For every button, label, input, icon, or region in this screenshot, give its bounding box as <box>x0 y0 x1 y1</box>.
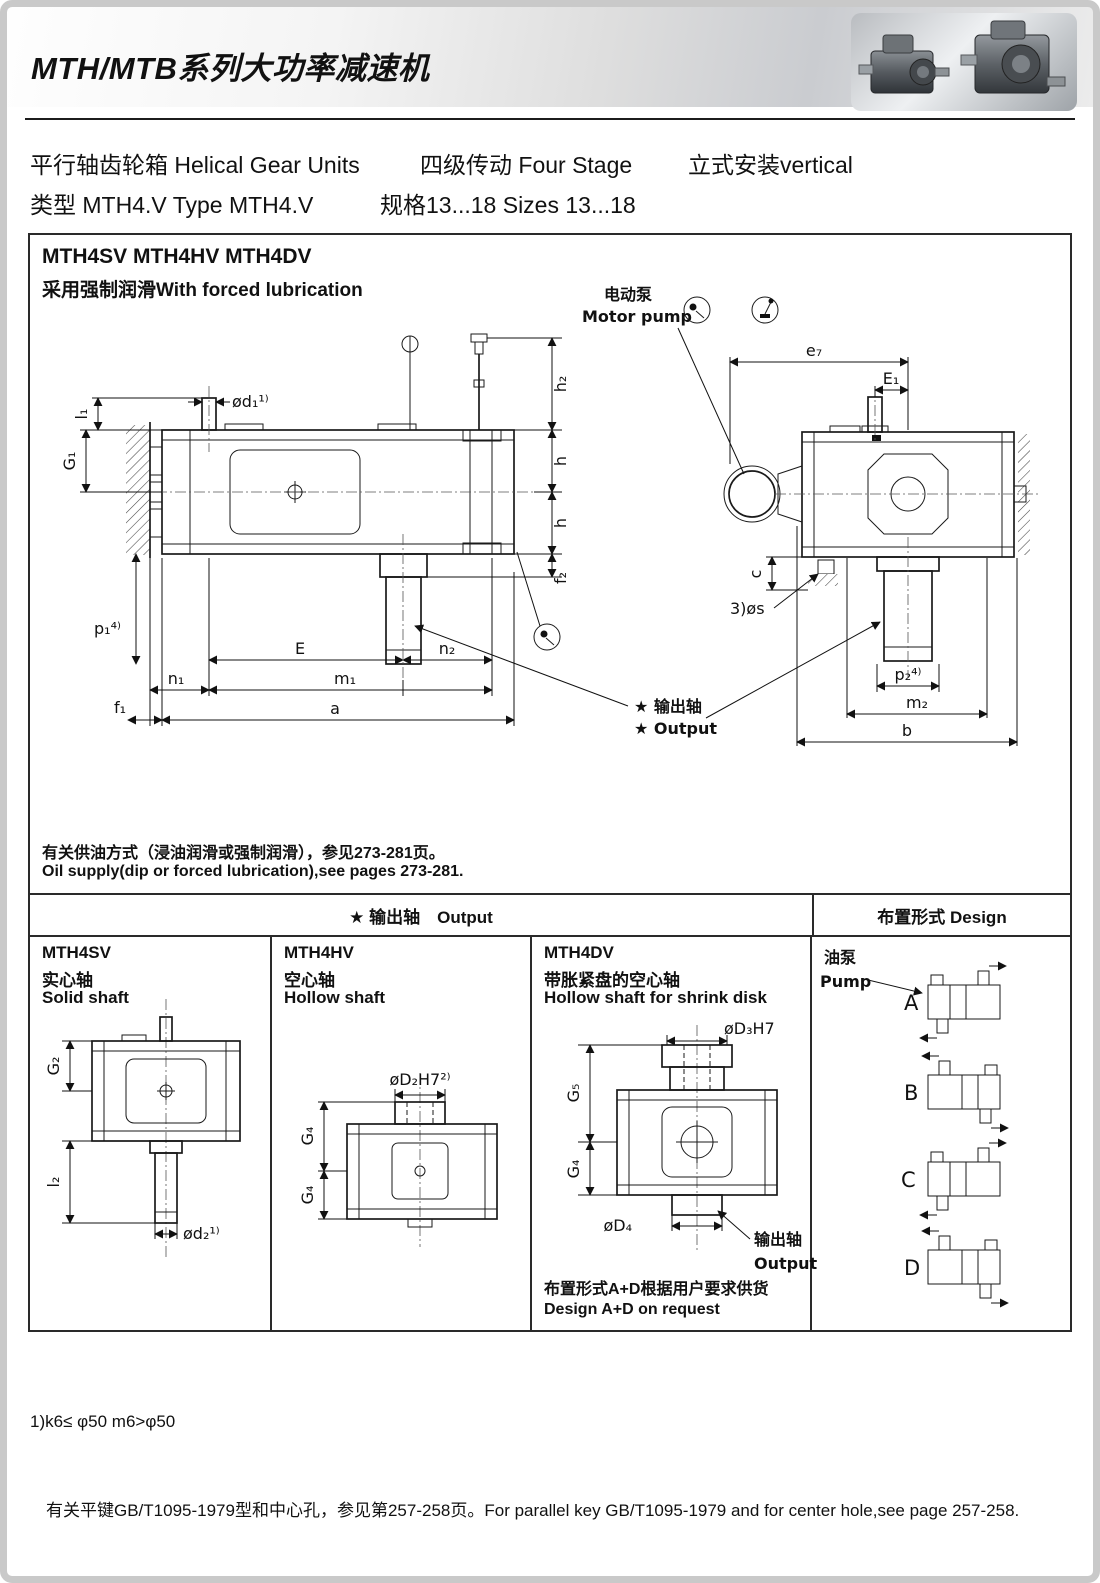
pump-symbol-1-icon <box>683 296 711 324</box>
pump-symbol-2-icon <box>751 296 779 324</box>
table-divider-1 <box>270 937 272 1330</box>
dv-output-cn: 输出轴 <box>754 1230 802 1249</box>
sv-drawing: G₂ l₂ ød₂¹⁾ <box>44 999 241 1257</box>
dim-m2: m₂ <box>906 693 928 712</box>
header-divider <box>25 118 1075 120</box>
dv-drawing: øD₃H7 øD₄ G₅ <box>564 1019 817 1273</box>
dim-G4: G₄ <box>564 1160 583 1179</box>
dim-G4-lower: G₄ <box>298 1186 317 1205</box>
intro-gear-type: 平行轴齿轮箱 Helical Gear Units <box>30 152 360 178</box>
hv-drawing: øD₂H7²⁾ G₄ G₄ <box>298 1070 498 1247</box>
sv-type-cn: 实心轴 <box>42 971 93 990</box>
dim-n2: n₂ <box>439 639 456 658</box>
eyebolt-icon <box>401 335 419 430</box>
output-star-cn: ★ 输出轴 <box>634 697 702 716</box>
product-photos <box>851 13 1077 111</box>
footnotes: 1)k6≤ φ50 m6>φ50 有关平键GB/T1095-1979型和中心孔，… <box>30 1348 1082 1583</box>
footnote-1b: 有关平键GB/T1095-1979型和中心孔，参见第257-258页。For p… <box>46 1500 1020 1520</box>
intro-stage: 四级传动 Four Stage <box>420 152 633 178</box>
intro-sizes: 规格13...18 Sizes 13...18 <box>380 192 636 218</box>
sv-type-en: Solid shaft <box>42 988 129 1007</box>
dv-type-cn: 带胀紧盘的空心轴 <box>544 971 680 990</box>
main-technical-drawing: l₁ ød₁¹⁾ G₁ h₂ h h f₂ <box>60 285 1038 747</box>
dim-f1: f₁ <box>114 698 126 717</box>
front-output-shaft <box>379 553 428 665</box>
hv-type-en: Hollow shaft <box>284 988 386 1007</box>
dv-note-en: Design A+D on request <box>544 1301 720 1318</box>
dim-G2: G₂ <box>44 1057 63 1076</box>
output-star-en: ★ Output <box>634 719 717 738</box>
dim-c: c <box>746 570 765 579</box>
pump-label-cn: 油泵 <box>824 948 856 967</box>
dim-n1: n₁ <box>168 669 185 688</box>
hv-model: MTH4HV <box>284 943 354 962</box>
design-label-C: C <box>901 1168 916 1192</box>
motor-pump-label-en: Motor pump <box>582 307 692 326</box>
dim-l1: l₁ <box>72 409 91 420</box>
dim-p2: p₂⁴⁾ <box>895 665 922 684</box>
pump-label-en: Pump <box>820 972 871 991</box>
front-dimensions: l₁ ød₁¹⁾ G₁ h₂ h h f₂ <box>60 337 570 726</box>
dim-p1: p₁⁴⁾ <box>94 619 121 638</box>
dv-note-cn: 布置形式A+D根据用户要求供货 <box>544 1281 769 1298</box>
front-view <box>118 333 534 680</box>
intro-mounting: 立式安装vertical <box>688 152 853 178</box>
design-drawing: 油泵 Pump A B C D <box>820 948 1074 1334</box>
dv-type-en: Hollow shaft for shrink disk <box>544 988 767 1007</box>
dim-E1: E₁ <box>883 369 900 388</box>
dim-d2: ød₂¹⁾ <box>183 1224 220 1243</box>
dim-G4-upper: G₄ <box>298 1127 317 1146</box>
dim-E: E <box>295 639 305 658</box>
dim-D2: øD₂H7²⁾ <box>389 1070 450 1089</box>
dim-G1: G₁ <box>60 452 79 471</box>
output-header: ★ 输出轴 Output <box>349 907 493 927</box>
dim-s: 3)øs <box>730 599 765 618</box>
footnote-1: 1)k6≤ φ50 m6>φ50 <box>30 1412 176 1431</box>
dim-D3: øD₃H7 <box>724 1019 775 1038</box>
sv-model: MTH4SV <box>42 943 111 962</box>
dim-G5: G₅ <box>564 1084 583 1103</box>
oil-pipe <box>470 333 488 430</box>
oil-note-en: Oil supply(dip or forced lubrication),se… <box>42 863 464 880</box>
callouts: 电动泵 Motor pump <box>414 285 881 738</box>
intro-type: 类型 MTH4.V Type MTH4.V <box>30 192 314 218</box>
dim-a: a <box>330 699 340 718</box>
dv-output-en: Output <box>754 1254 817 1273</box>
dim-m1: m₁ <box>334 669 356 688</box>
dv-model: MTH4DV <box>544 943 614 962</box>
design-label-A: A <box>904 991 919 1015</box>
dim-l2: l₂ <box>44 1177 63 1188</box>
dim-b: b <box>902 721 912 740</box>
dim-h2: h₂ <box>551 376 570 393</box>
oil-note-cn: 有关供油方式（浸油润滑或强制润滑），参见273-281页。 <box>42 845 445 862</box>
side-dimensions: e₇ E₁ c 3)øs p₂⁴⁾ m₂ <box>729 341 1018 747</box>
design-label-B: B <box>904 1081 918 1105</box>
gearbox-photo-large <box>960 20 1066 94</box>
table-divider-3 <box>810 937 812 1330</box>
hv-type-cn: 空心轴 <box>284 971 335 990</box>
dim-h-upper: h <box>551 456 570 466</box>
drawing-box: MTH4SV MTH4HV MTH4DV 采用强制润滑With forced l… <box>28 233 1072 1332</box>
design-header: 布置形式 Design <box>812 895 1070 935</box>
table-header-row: ★ 输出轴 Output 布置形式 Design <box>30 893 1070 937</box>
dim-h-lower: h <box>551 518 570 528</box>
dim-D4: øD₄ <box>603 1216 632 1235</box>
side-view <box>723 386 1038 677</box>
motor-pump-label-cn: 电动泵 <box>604 285 652 304</box>
torque-support <box>808 559 838 586</box>
model-list: MTH4SV MTH4HV MTH4DV <box>42 245 312 268</box>
lubrication-note: 采用强制润滑With forced lubrication <box>42 280 363 301</box>
page-title: MTH/MTB系列大功率减速机 <box>31 51 430 86</box>
table-divider-2 <box>530 937 532 1330</box>
design-label-D: D <box>904 1256 920 1280</box>
dim-d1: ød₁¹⁾ <box>232 392 269 411</box>
dim-e7: e₇ <box>806 341 822 360</box>
gearbox-photo-small <box>858 34 950 94</box>
oil-symbol-icon <box>516 551 561 651</box>
dim-f2: f₂ <box>551 572 570 584</box>
page-header: MTH/MTB系列大功率减速机 <box>7 7 1093 111</box>
